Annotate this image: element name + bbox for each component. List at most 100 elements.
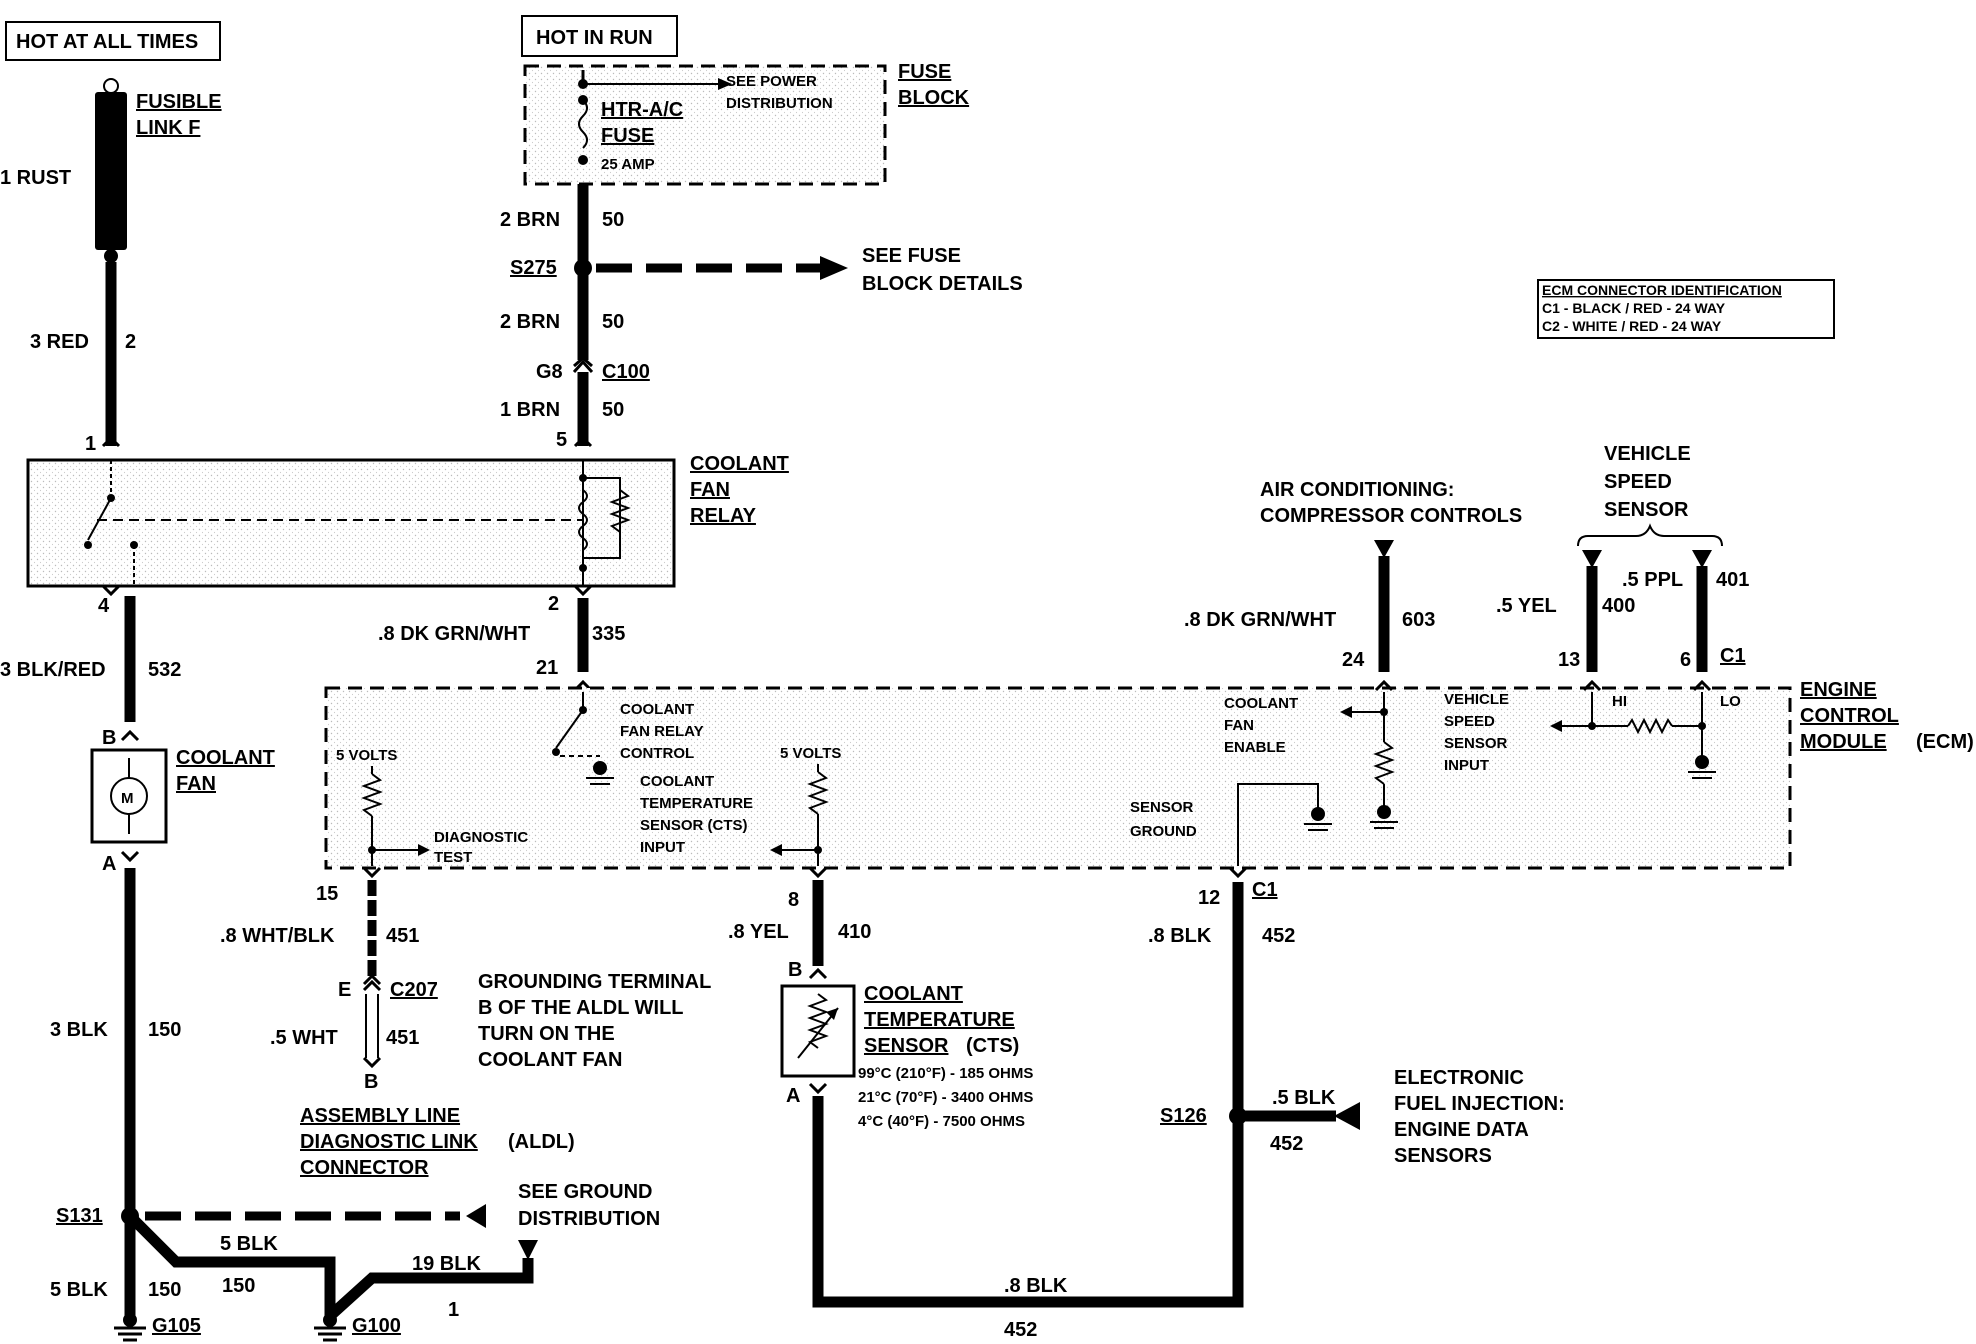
coolant-fan-relay: COOLANT FAN RELAY — [26, 453, 789, 588]
ecm-id-c2: C2 - WHITE / RED - 24 WAY — [1542, 318, 1722, 334]
sensor-ground-label-2: GROUND — [1130, 823, 1197, 840]
wire-5-blk-label-a: 5 BLK — [50, 1279, 108, 1301]
vss-lo-label: LO — [1720, 693, 1741, 710]
wire-dk-grn-wht-603-label: .8 DK GRN/WHT — [1184, 609, 1336, 631]
splice-s131-label: S131 — [56, 1205, 103, 1227]
relay-control-label-1: COOLANT — [620, 701, 694, 718]
cts-resistance-3: 4°C (40°F) - 7500 OHMS — [858, 1113, 1025, 1130]
cts-input-label-3: SENSOR (CTS) — [640, 817, 748, 834]
fan-pin-a: A — [102, 853, 116, 875]
connector-c1-bottom: C1 — [1252, 879, 1278, 901]
wire-5-wht-label: .5 WHT — [270, 1027, 338, 1049]
relay-label-1: COOLANT — [690, 453, 789, 475]
note-line-2: B OF THE ALDL WILL — [478, 997, 684, 1019]
aldl-label-3: CONNECTOR — [300, 1157, 429, 1179]
ecm-connector-id-box: ECM CONNECTOR IDENTIFICATION C1 - BLACK … — [1537, 279, 1835, 339]
hot-in-run-box: HOT IN RUN — [521, 15, 678, 57]
wire-5-yel-label: .5 YEL — [1496, 595, 1557, 617]
relay-pin-2: 2 — [548, 593, 559, 615]
vss-label-1: VEHICLE — [1604, 443, 1691, 465]
splice-s126-label: S126 — [1160, 1105, 1207, 1127]
circuit-2-label: 2 — [125, 331, 136, 353]
fan-enable-label-1: COOLANT — [1224, 695, 1298, 712]
circuit-335-label: 335 — [592, 623, 625, 645]
circuit-452-label-b: 452 — [1270, 1133, 1303, 1155]
wire-8-blk-452-label: .8 BLK — [1148, 925, 1212, 947]
relay-pin-4: 4 — [98, 595, 110, 617]
circuit-603-label: 603 — [1402, 609, 1435, 631]
see-fuse-label-2: BLOCK DETAILS — [862, 273, 1023, 295]
circuit-150-label-b: 150 — [148, 1279, 181, 1301]
ecm-id-c1: C1 - BLACK / RED - 24 WAY — [1542, 300, 1726, 316]
wire-3-blk-label: 3 BLK — [50, 1019, 108, 1041]
splice-s275-label: S275 — [510, 257, 557, 279]
cts-label-1: COOLANT — [864, 983, 963, 1005]
engine-control-module: ENGINE CONTROL MODULE (ECM) COOLANT FAN … — [324, 679, 1974, 870]
circuit-400-label: 400 — [1602, 595, 1635, 617]
hot-in-run-label: HOT IN RUN — [536, 27, 653, 49]
fan-enable-label-2: FAN — [1224, 717, 1254, 734]
wire-5-blk-label-b: 5 BLK — [220, 1233, 278, 1255]
see-fuse-label-1: SEE FUSE — [862, 245, 961, 267]
wire-8-yel-label: .8 YEL — [728, 921, 789, 943]
wire-5-blk-s126-label: .5 BLK — [1272, 1087, 1336, 1109]
wire-8-blk-bottom-label: .8 BLK — [1004, 1275, 1068, 1297]
fuse-rating: 25 AMP — [601, 156, 655, 173]
efi-label-4: SENSORS — [1394, 1145, 1492, 1167]
note-line-4: COOLANT FAN — [478, 1049, 622, 1071]
fuse-block-label-2: BLOCK — [898, 87, 970, 109]
vss-label-2: SPEED — [1604, 471, 1672, 493]
aldl-label-1: ASSEMBLY LINE — [300, 1105, 460, 1127]
fusible-link-label-2: LINK F — [136, 117, 200, 139]
cts-label-3: SENSOR — [864, 1035, 949, 1057]
see-power-label-1: SEE POWER — [726, 73, 817, 90]
fuse-name-2: FUSE — [601, 125, 654, 147]
five-volts-label-a: 5 VOLTS — [336, 747, 397, 764]
circuit-401-label: 401 — [1716, 569, 1749, 591]
see-power-label-2: DISTRIBUTION — [726, 95, 833, 112]
circuit-150-label: 150 — [148, 1019, 181, 1041]
ground-dist-label-2: DISTRIBUTION — [518, 1208, 660, 1230]
wire-wht-blk-label: .8 WHT/BLK — [220, 925, 335, 947]
fan-pin-b: B — [102, 727, 116, 749]
efi-label-2: FUEL INJECTION: — [1394, 1093, 1565, 1115]
wire-2-brn-label-a: 2 BRN — [500, 209, 560, 231]
ecm-pin-12: 12 — [1198, 887, 1220, 909]
relay-control-label-2: FAN RELAY — [620, 723, 704, 740]
connector-pin-e: E — [338, 979, 351, 1001]
relay-label-2: FAN — [690, 479, 730, 501]
ground-g105-icon — [114, 1313, 146, 1342]
aldl-label-2: DIAGNOSTIC LINK — [300, 1131, 478, 1153]
cts-resistance-2: 21°C (70°F) - 3400 OHMS — [858, 1089, 1033, 1106]
cts-pin-b: B — [788, 959, 802, 981]
efi-label-3: ENGINE DATA — [1394, 1119, 1529, 1141]
cts-input-label-1: COOLANT — [640, 773, 714, 790]
vss-input-label-2: SPEED — [1444, 713, 1495, 730]
connector-g8-label: G8 — [536, 361, 563, 383]
ground-g105-label: G105 — [152, 1315, 201, 1337]
circuit-532-label: 532 — [148, 659, 181, 681]
ecm-label-1: ENGINE — [1800, 679, 1877, 701]
hot-at-all-times-box: HOT AT ALL TIMES — [5, 21, 221, 61]
vss-input-label-3: SENSOR — [1444, 735, 1508, 752]
ecm-label-2: CONTROL — [1800, 705, 1899, 727]
sensor-ground-label-1: SENSOR — [1130, 799, 1194, 816]
motor-symbol: M — [121, 790, 134, 807]
cts-input-label-4: INPUT — [640, 839, 685, 856]
splice-s275 — [574, 259, 592, 277]
ecm-pin-24: 24 — [1342, 649, 1365, 671]
ecm-pin-13: 13 — [1558, 649, 1580, 671]
efi-label-1: ELECTRONIC — [1394, 1067, 1524, 1089]
circuit-452-label-c: 452 — [1004, 1319, 1037, 1341]
fuse-block-label-1: FUSE — [898, 61, 951, 83]
relay-control-label-3: CONTROL — [620, 745, 694, 762]
circuit-150-label-c: 150 — [222, 1275, 255, 1297]
connector-c100-label: C100 — [602, 361, 650, 383]
wire-19-blk-label: 19 BLK — [412, 1253, 481, 1275]
note-line-1: GROUNDING TERMINAL — [478, 971, 711, 993]
circuit-50-label-a: 50 — [602, 209, 624, 231]
circuit-1-label: 1 — [448, 1299, 459, 1321]
coolant-fan: M COOLANT FAN — [90, 747, 275, 844]
ecm-pin-6: 6 — [1680, 649, 1691, 671]
